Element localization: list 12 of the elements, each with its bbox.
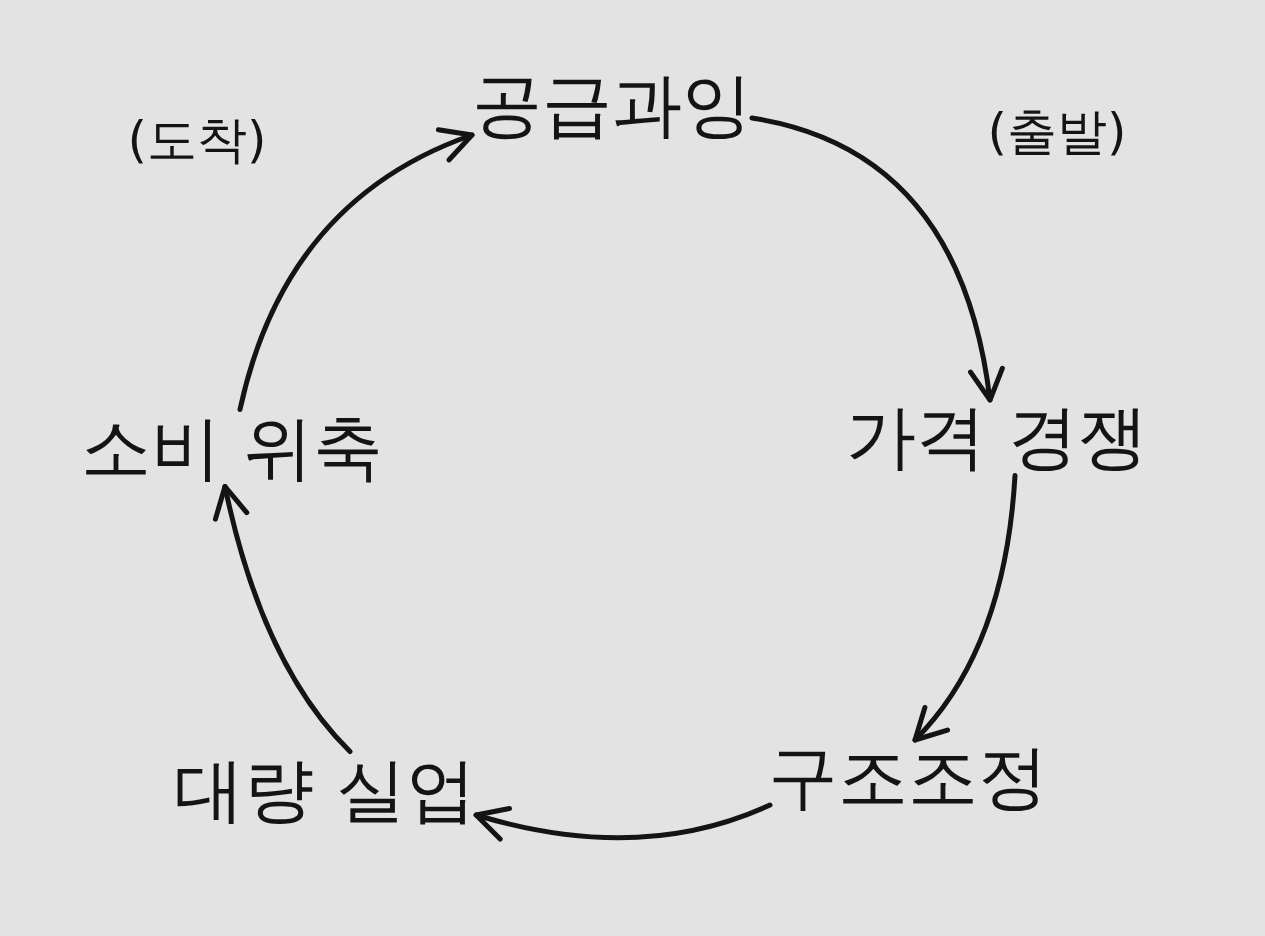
- step-label: 공급과잉: [472, 66, 752, 144]
- step-label: 대량 실업: [173, 751, 477, 829]
- note-label: (도착): [127, 112, 267, 168]
- step-label: 가격 경쟁: [845, 398, 1149, 476]
- arrow: [213, 484, 353, 754]
- arrow: [749, 115, 1004, 403]
- arrow: [473, 802, 773, 841]
- arrow: [912, 473, 1018, 743]
- step-label: 구조조정: [768, 738, 1048, 816]
- note-label: (출발): [987, 104, 1127, 160]
- step-label: 소비 위축: [80, 409, 384, 487]
- arrow: [237, 128, 475, 412]
